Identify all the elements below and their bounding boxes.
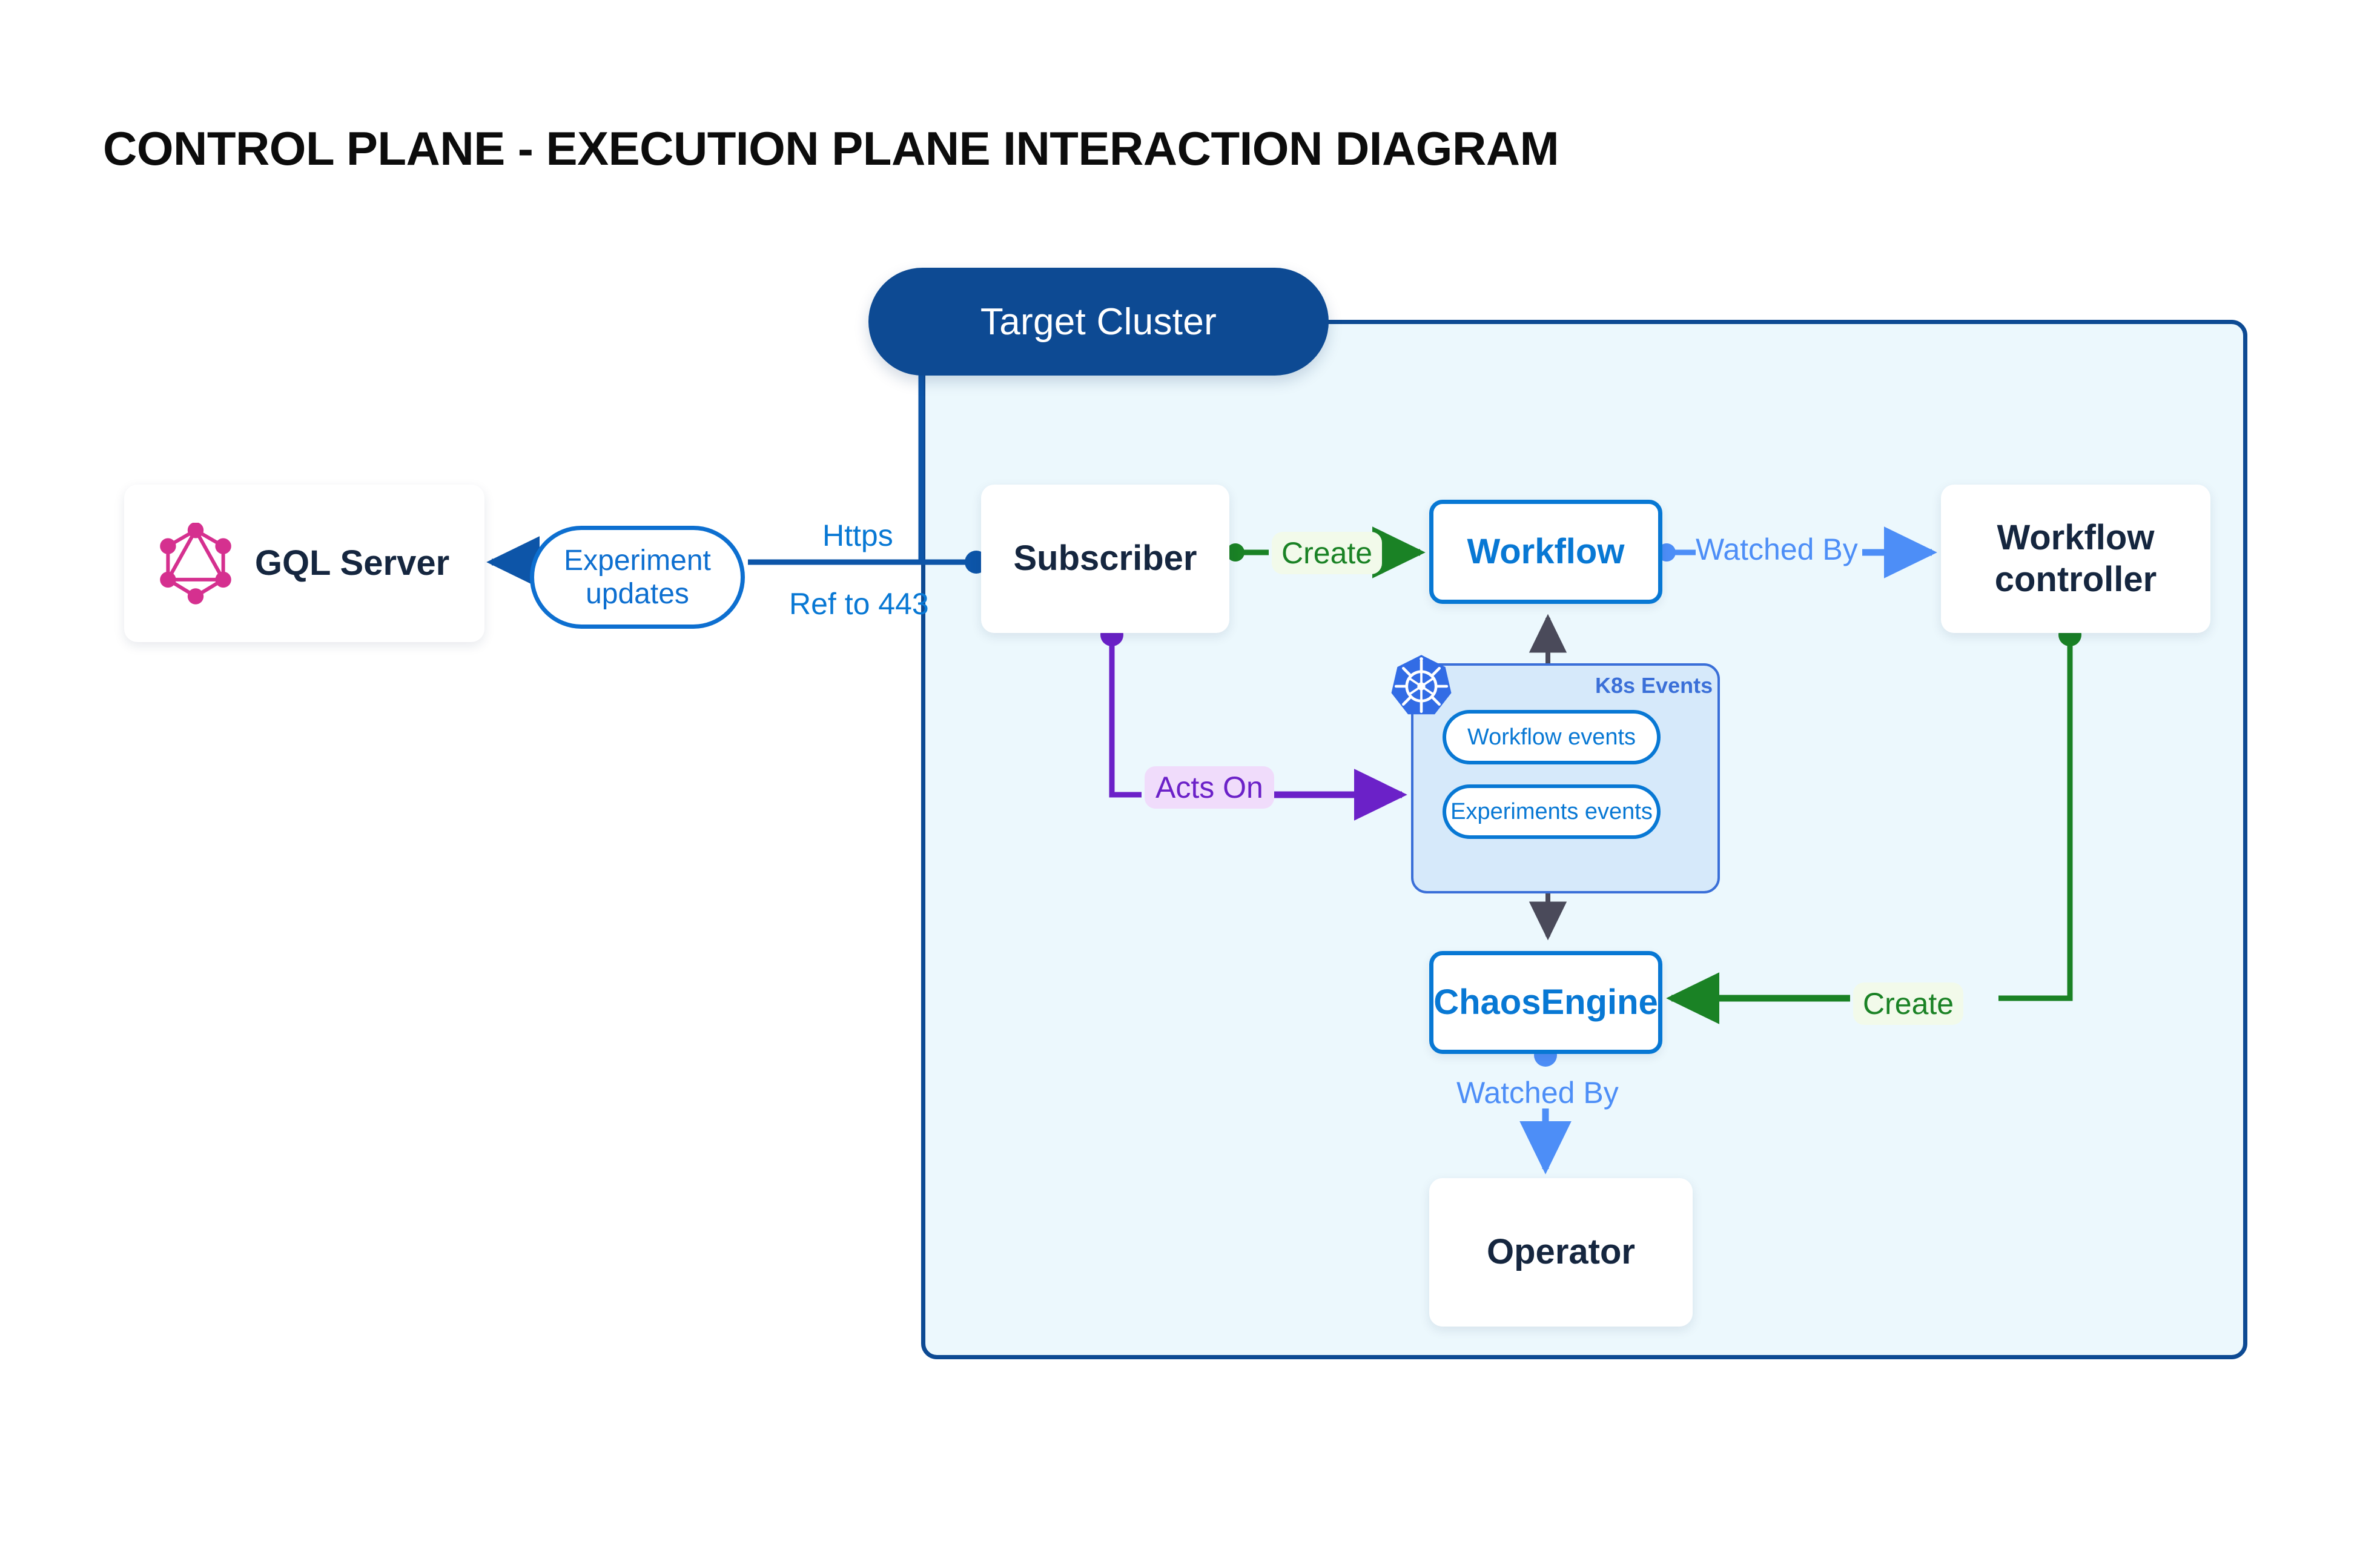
- page-title: CONTROL PLANE - EXECUTION PLANE INTERACT…: [103, 122, 1559, 175]
- pill-experiments-events[interactable]: Experiments events: [1443, 784, 1661, 839]
- k8s-events-group: [1411, 663, 1720, 893]
- kubernetes-logo-icon: [1391, 655, 1452, 715]
- experiment-updates-line1: Experiment: [564, 544, 711, 577]
- node-subscriber-label: Subscriber: [1013, 538, 1197, 578]
- target-cluster-badge[interactable]: Target Cluster: [868, 268, 1329, 376]
- node-subscriber[interactable]: Subscriber: [981, 485, 1229, 633]
- edge-label-create-chaosengine: Create: [1853, 982, 1964, 1025]
- edge-label-https: Https: [822, 519, 893, 552]
- node-operator-label: Operator: [1487, 1232, 1635, 1272]
- pill-workflow-events-label: Workflow events: [1467, 724, 1636, 750]
- node-chaos-engine-label: ChaosEngine: [1433, 982, 1658, 1022]
- target-cluster-label: Target Cluster: [980, 300, 1217, 343]
- edge-label-watched-by-controller: Watched By: [1696, 532, 1858, 566]
- node-workflow[interactable]: Workflow: [1429, 500, 1662, 604]
- k8s-events-group-title: K8s Events: [1595, 673, 1713, 698]
- node-workflow-controller[interactable]: Workflow controller: [1941, 485, 2210, 633]
- node-workflow-controller-line1: Workflow: [1997, 518, 2155, 558]
- node-operator[interactable]: Operator: [1429, 1178, 1693, 1327]
- edge-label-watched-by-operator: Watched By: [1456, 1076, 1619, 1110]
- node-gql-server-label: GQL Server: [254, 543, 450, 583]
- node-workflow-controller-line2: controller: [1994, 559, 2157, 599]
- node-gql-server[interactable]: GQL Server: [124, 485, 484, 642]
- node-chaos-engine[interactable]: ChaosEngine: [1429, 951, 1662, 1054]
- edge-label-acts-on: Acts On: [1145, 766, 1274, 809]
- node-workflow-label: Workflow: [1467, 531, 1625, 571]
- experiment-updates-line2: updates: [586, 578, 689, 610]
- pill-workflow-events[interactable]: Workflow events: [1443, 710, 1661, 764]
- graphql-logo-icon: [160, 522, 231, 605]
- edge-label-create-workflow: Create: [1272, 532, 1383, 574]
- edge-label-experiment-updates: Experiment updates: [530, 526, 745, 629]
- edge-label-ref-to-443: Ref to 443: [789, 587, 929, 621]
- pill-experiments-events-label: Experiments events: [1450, 798, 1653, 824]
